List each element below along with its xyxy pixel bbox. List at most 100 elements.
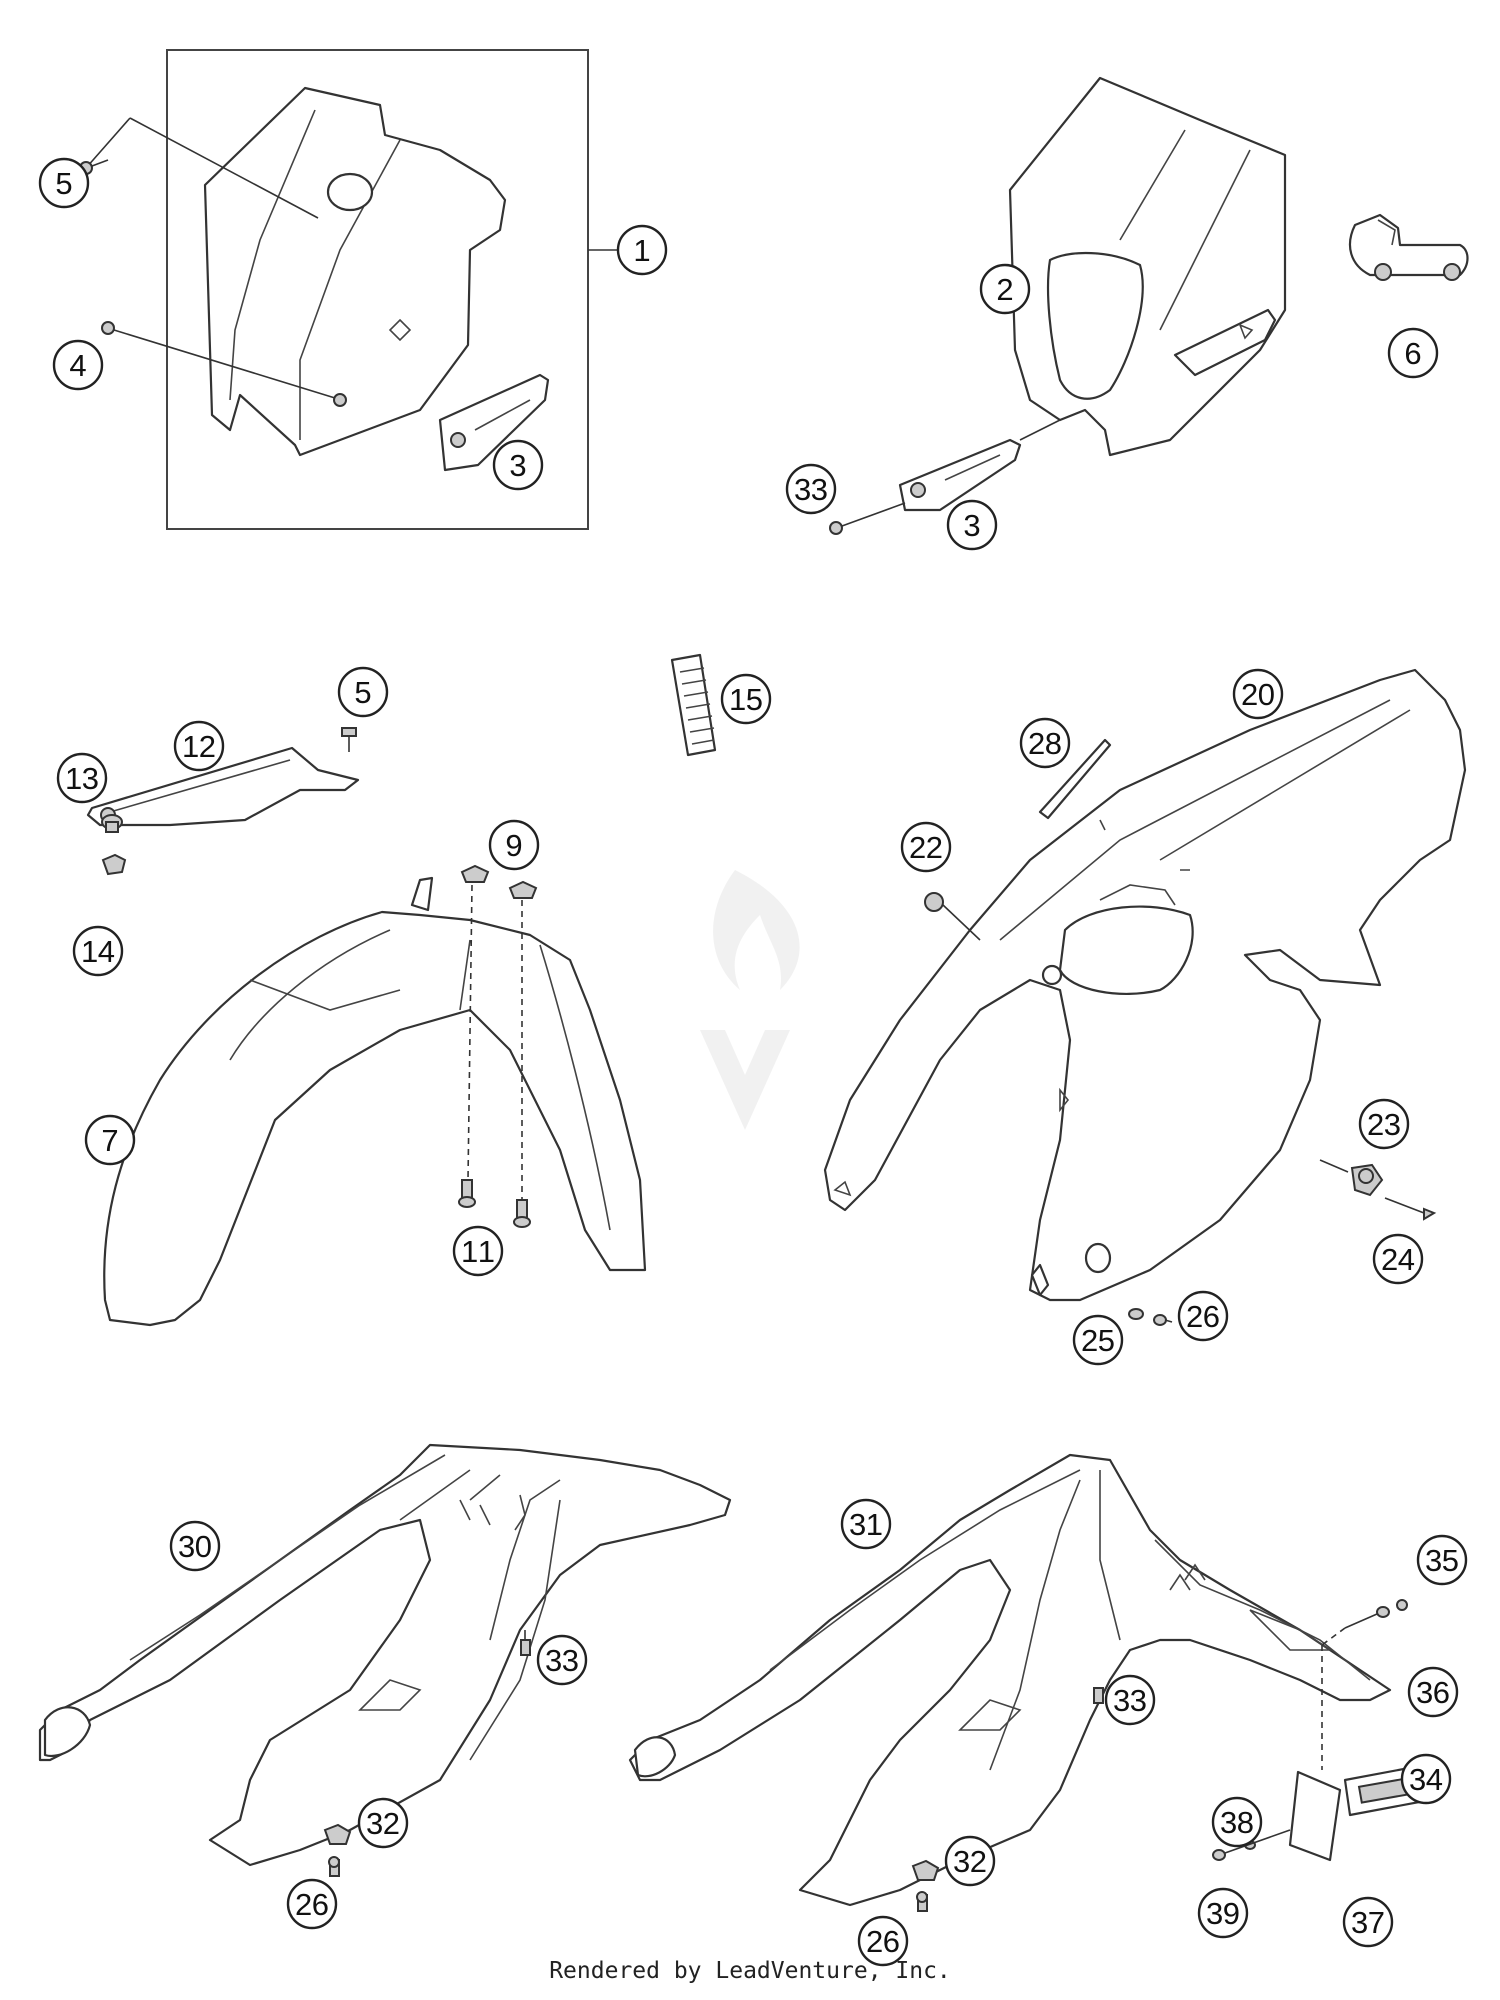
callout-number: 39	[1206, 1896, 1240, 1931]
callout-38: 38	[1211, 1796, 1263, 1848]
callout-13: 13	[56, 752, 108, 804]
nut-hardware	[911, 1859, 940, 1881]
clamp-part-6	[1348, 213, 1469, 281]
callout-circle	[1358, 1098, 1410, 1150]
callout-circle	[616, 224, 668, 276]
callout-number: 28	[1028, 726, 1062, 761]
callout-circle	[488, 819, 540, 871]
license-plate-parts	[1212, 1763, 1432, 1862]
callout-12: 12	[173, 720, 225, 772]
callout-33: 33	[1104, 1674, 1156, 1726]
grommet-part-22	[924, 892, 981, 941]
callout-number: 35	[1425, 1543, 1459, 1578]
callout-number: 23	[1367, 1107, 1401, 1142]
callout-number: 2	[996, 272, 1013, 307]
callout-number: 3	[963, 508, 980, 543]
callout-number: 7	[101, 1123, 118, 1158]
callout-circle	[720, 673, 772, 725]
callout-circle	[357, 1797, 409, 1849]
callout-circle	[1211, 1796, 1263, 1848]
screw-hardware	[328, 1856, 340, 1877]
callout-31: 31	[840, 1498, 892, 1550]
callout-number: 20	[1241, 677, 1275, 712]
callout-36: 36	[1407, 1666, 1459, 1718]
assembly-box	[166, 49, 589, 530]
callout-5: 5	[38, 157, 90, 209]
callout-number: 33	[1113, 1683, 1147, 1718]
callout-circle	[56, 752, 108, 804]
callout-6: 6	[1387, 327, 1439, 379]
callout-number: 4	[69, 348, 86, 383]
callout-number: 32	[366, 1806, 400, 1841]
front-fender-part-7	[103, 876, 647, 1327]
callout-33: 33	[536, 1634, 588, 1686]
reflector-part-3	[898, 438, 1022, 512]
screw-hardware	[341, 727, 357, 752]
callout-7: 7	[84, 1114, 136, 1166]
callout-number: 5	[55, 166, 72, 201]
rear-fender-part-20	[823, 668, 1467, 1302]
callout-33: 33	[785, 463, 837, 515]
callout-11: 11	[452, 1225, 504, 1277]
callout-15: 15	[720, 673, 772, 725]
callout-number: 36	[1416, 1675, 1450, 1710]
fastener-hardware	[1344, 1599, 1408, 1629]
fastener-hardware	[458, 864, 538, 1228]
nut-hardware	[101, 853, 127, 876]
callout-9: 9	[488, 819, 540, 871]
callout-14: 14	[72, 925, 124, 977]
callout-32: 32	[357, 1797, 409, 1849]
callout-number: 31	[849, 1507, 883, 1542]
screw-hardware	[1093, 1687, 1104, 1704]
callout-number: 26	[1186, 1299, 1220, 1334]
watermark-logo	[700, 870, 800, 1130]
callout-number: 22	[909, 830, 943, 865]
nut-hardware	[323, 1823, 352, 1845]
callout-circle	[72, 925, 124, 977]
callout-number: 37	[1351, 1905, 1385, 1940]
callout-circle	[1372, 1233, 1424, 1285]
callout-circle	[857, 1915, 909, 1967]
callout-circle	[1104, 1674, 1156, 1726]
callout-number: 11	[461, 1234, 495, 1269]
callout-number: 38	[1220, 1805, 1254, 1840]
callout-circle	[169, 1520, 221, 1572]
callout-circle	[536, 1634, 588, 1686]
callout-circle	[1407, 1666, 1459, 1718]
callout-circle	[52, 339, 104, 391]
callout-number: 30	[178, 1529, 212, 1564]
callout-circle	[337, 666, 389, 718]
screw-hardware	[916, 1891, 928, 1912]
callout-circle	[840, 1498, 892, 1550]
callout-circle	[1177, 1290, 1229, 1342]
callout-circle	[38, 157, 90, 209]
callout-circle	[1387, 327, 1439, 379]
callout-circle	[900, 821, 952, 873]
callout-number: 3	[509, 448, 526, 483]
footer-credit: Rendered by LeadVenture, Inc.	[549, 1958, 951, 1984]
callout-number: 1	[633, 233, 650, 268]
screw-hardware	[520, 1630, 531, 1656]
callout-20: 20	[1232, 668, 1284, 720]
callout-number: 15	[729, 682, 763, 717]
plug-hardware	[101, 814, 123, 833]
callout-number: 5	[354, 675, 371, 710]
callout-number: 9	[505, 828, 522, 863]
callout-32: 32	[944, 1835, 996, 1887]
callout-number: 33	[794, 472, 828, 507]
callout-number: 12	[182, 729, 216, 764]
callout-circle	[286, 1878, 338, 1930]
callout-circle	[1232, 668, 1284, 720]
callout-22: 22	[900, 821, 952, 873]
callout-number: 13	[65, 761, 99, 796]
screw-hardware	[101, 321, 115, 335]
sticker-part-28	[1038, 738, 1112, 820]
chain-guard-part-12	[86, 746, 360, 827]
callout-26: 26	[1177, 1290, 1229, 1342]
callout-number: 32	[953, 1844, 987, 1879]
screw-hardware	[829, 502, 906, 535]
rear-frame-part-31	[628, 1453, 1392, 1907]
fastener-hardware	[1319, 1159, 1437, 1221]
callout-circle	[492, 439, 544, 491]
